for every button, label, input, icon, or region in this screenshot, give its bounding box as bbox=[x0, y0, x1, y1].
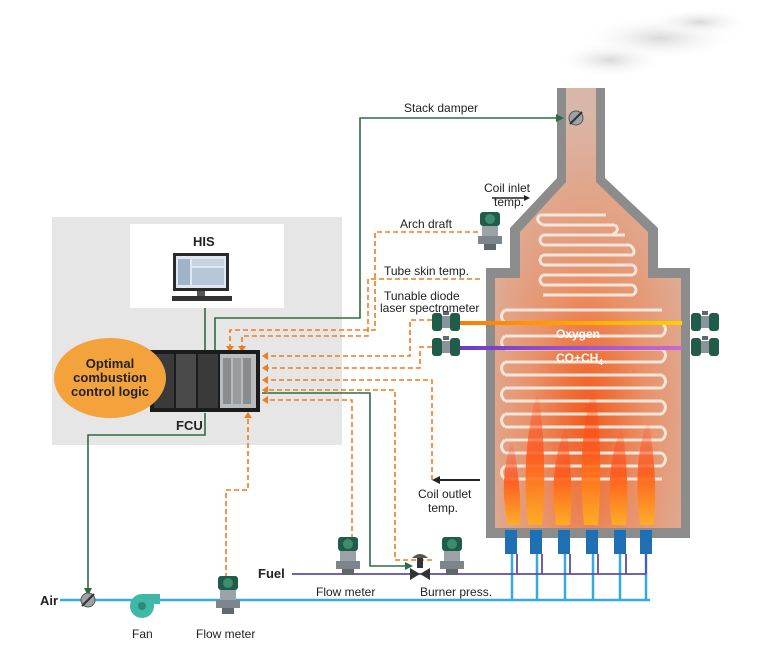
fuel-flow-meter-icon bbox=[336, 537, 360, 575]
coil-outlet-arrow bbox=[432, 476, 480, 484]
arch-draft-transmitter-icon bbox=[478, 212, 502, 250]
tdls-label-2: laser spectrometer bbox=[380, 301, 479, 315]
co-ch4-label: CO+CH4 bbox=[556, 351, 603, 367]
oxygen-label: Oxygen bbox=[556, 327, 600, 341]
stack-damper-label: Stack damper bbox=[404, 101, 478, 115]
tdls-oxygen-right-icon bbox=[691, 311, 719, 331]
svg-text:Optimal: Optimal bbox=[86, 356, 134, 371]
svg-text:control logic: control logic bbox=[71, 384, 149, 399]
coil-inlet-arrow bbox=[492, 195, 530, 201]
air-flow-meter-icon bbox=[216, 576, 240, 614]
his-label: HIS bbox=[193, 234, 215, 249]
his-monitor-icon bbox=[172, 253, 232, 301]
oxygen-laser-beam bbox=[460, 321, 682, 325]
co-ch4-laser-beam bbox=[460, 346, 682, 350]
tdls-co-left-icon bbox=[432, 336, 460, 356]
control-logic-bubble: Optimal combustion control logic bbox=[54, 338, 166, 418]
burners bbox=[505, 530, 652, 554]
coil-outlet-label-2: temp. bbox=[428, 501, 458, 515]
tdls-co-right-icon bbox=[691, 336, 719, 356]
burner-flames bbox=[503, 385, 656, 525]
air-label: Air bbox=[40, 593, 58, 608]
fan-label: Fan bbox=[132, 627, 153, 641]
fuel-flow-meter-label: Flow meter bbox=[316, 585, 375, 599]
burner-pressure-transmitter-icon bbox=[440, 537, 464, 575]
smoke-plume bbox=[555, 8, 750, 78]
burner-press-label: Burner press. bbox=[420, 585, 492, 599]
arch-draft-label: Arch draft bbox=[400, 217, 453, 231]
tdls-label: Tunable diode bbox=[384, 289, 460, 303]
fcu-label: FCU bbox=[176, 418, 203, 433]
coil-outlet-label: Coil outlet bbox=[418, 487, 472, 501]
stack-damper-icon bbox=[568, 110, 584, 126]
air-damper-icon bbox=[80, 592, 96, 608]
coil-inlet-label: Coil inlet bbox=[484, 181, 531, 195]
coil-inlet-label-2: temp. bbox=[494, 195, 524, 209]
fcu-cabinet bbox=[150, 350, 260, 412]
signal-lines bbox=[225, 231, 480, 578]
control-arrowheads bbox=[84, 114, 564, 596]
signal-arrowheads bbox=[226, 346, 268, 418]
fan-icon bbox=[130, 594, 160, 618]
svg-text:combustion: combustion bbox=[73, 370, 147, 385]
tube-skin-label: Tube skin temp. bbox=[384, 264, 469, 278]
control-lines bbox=[87, 117, 556, 590]
fuel-control-valve-icon bbox=[410, 554, 430, 580]
air-flow-meter-label: Flow meter bbox=[196, 627, 255, 641]
fuel-label: Fuel bbox=[258, 566, 285, 581]
